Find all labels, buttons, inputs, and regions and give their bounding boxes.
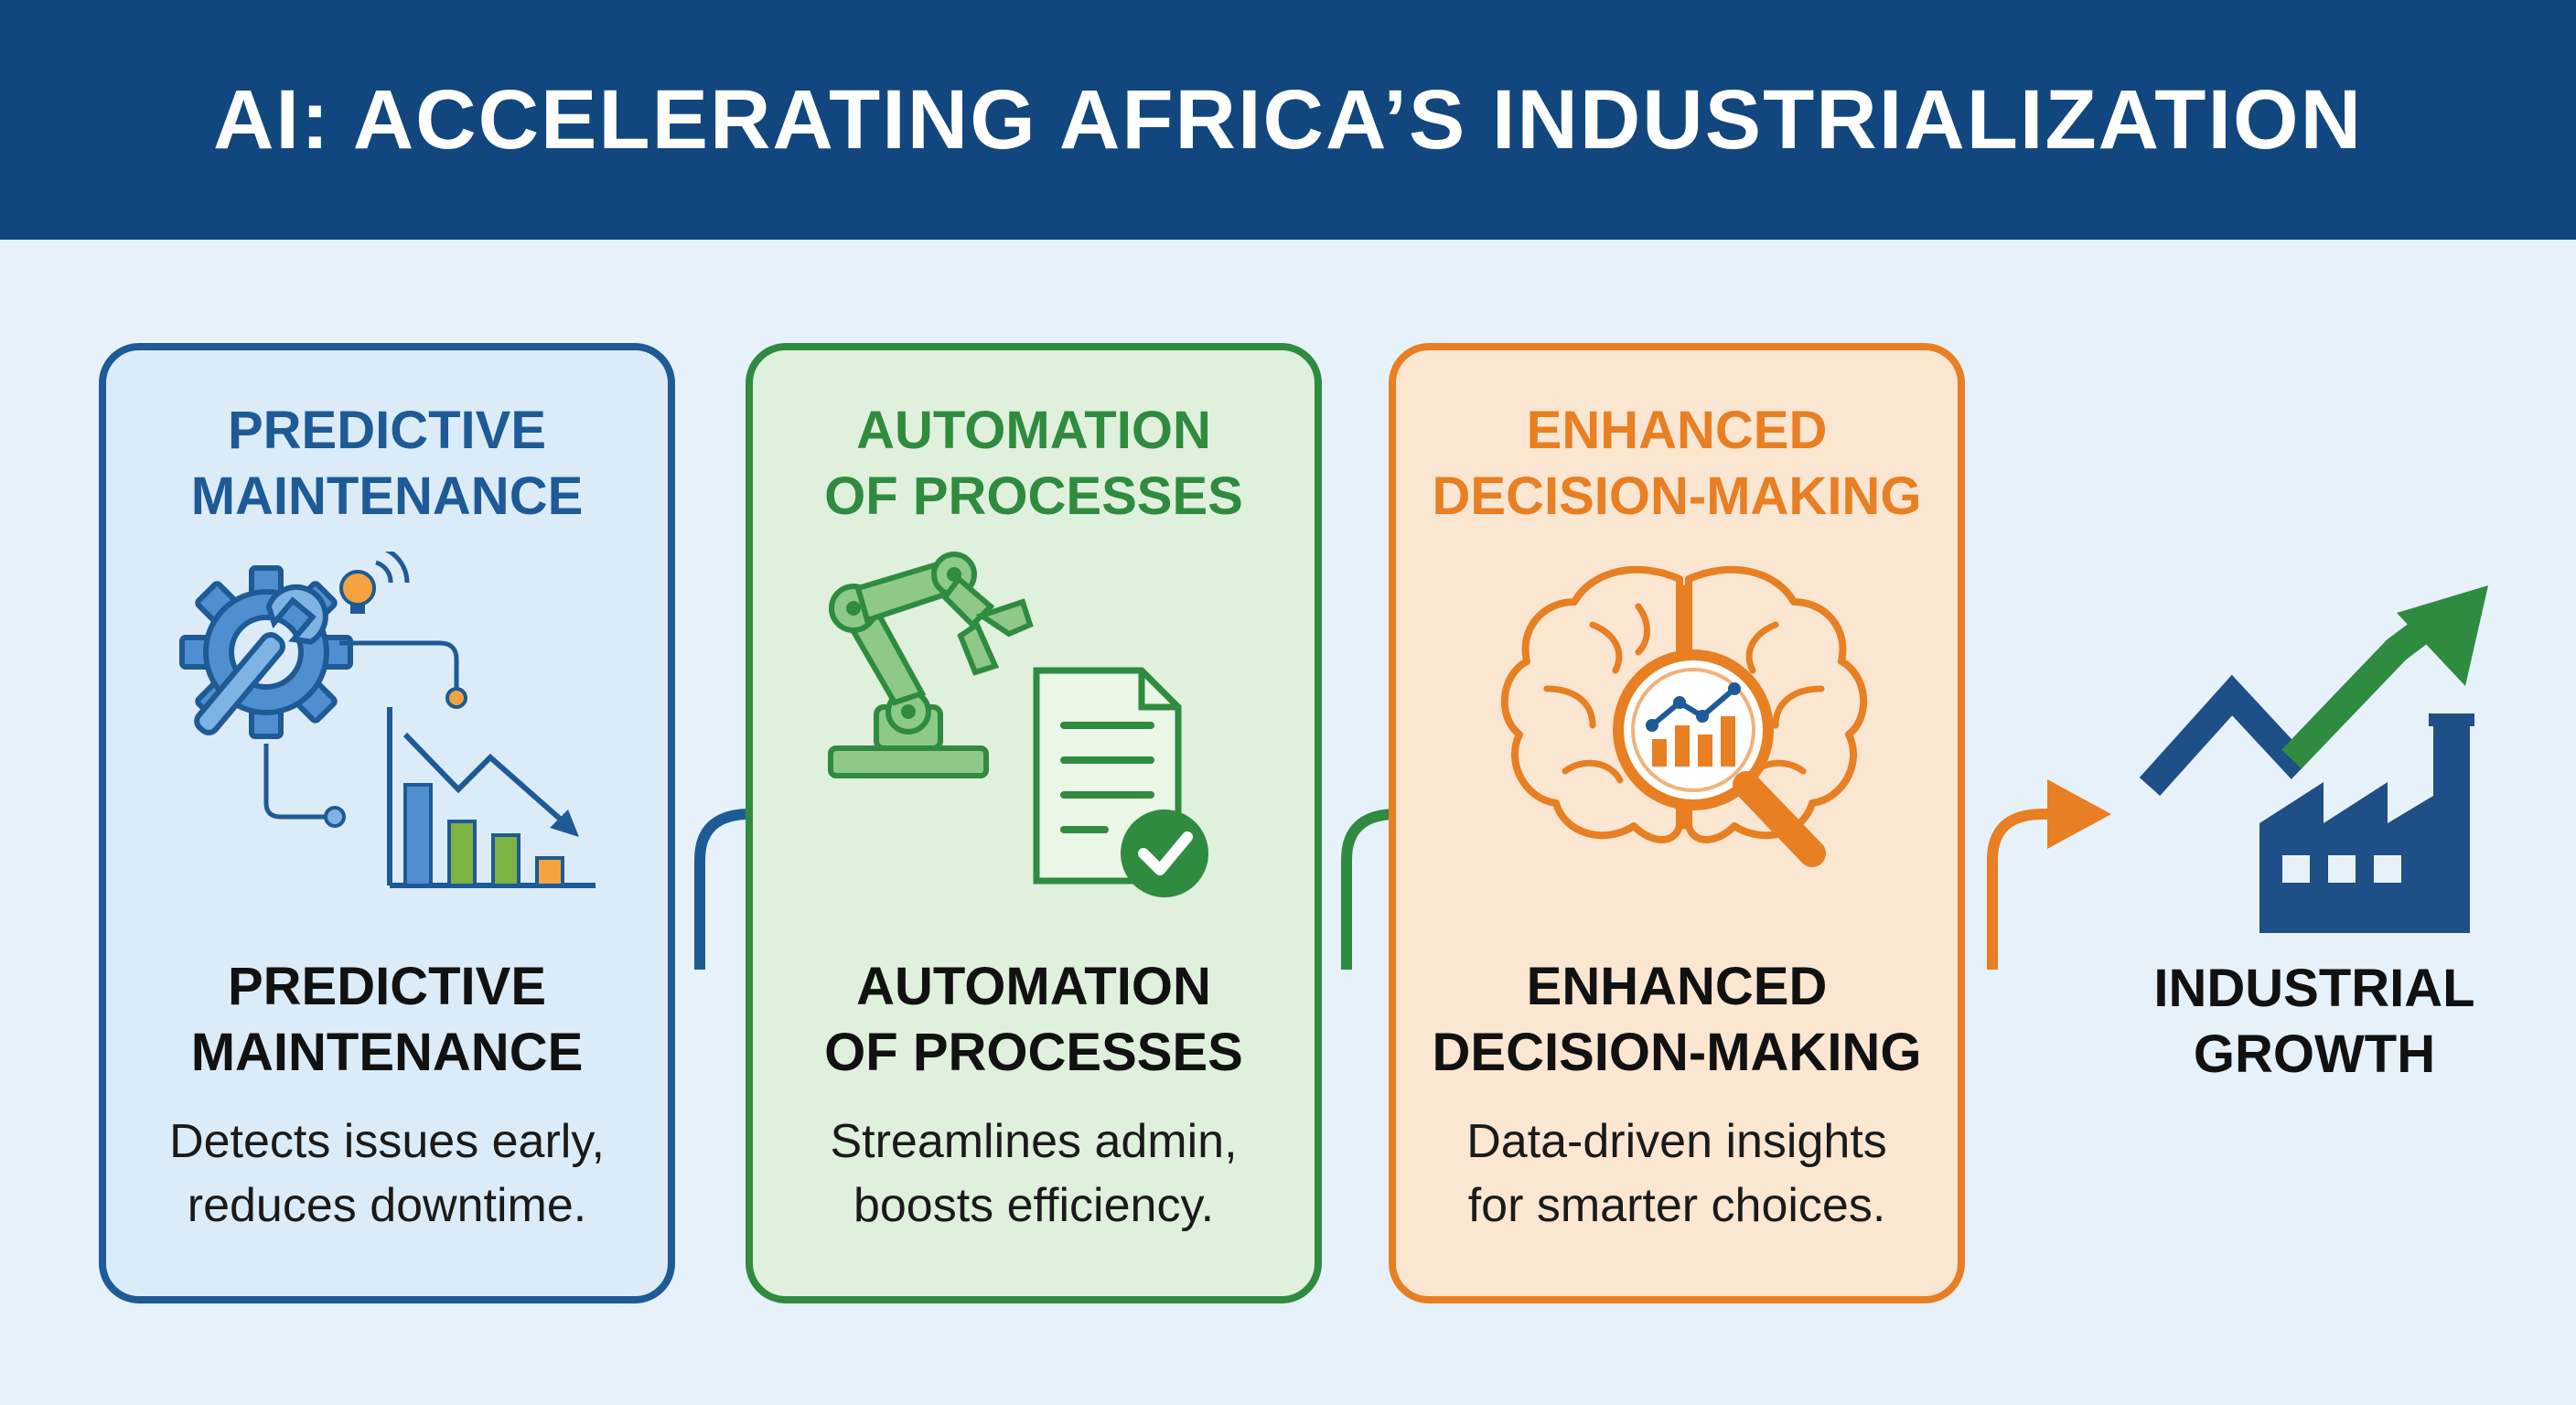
card-description: Data-driven insights for smarter choices…: [1466, 1115, 1887, 1232]
header-banner: AI: ACCELERATING AFRICA’S INDUSTRIALIZAT…: [0, 0, 2576, 240]
card-description: Detects issues early, reduces downtime.: [169, 1115, 605, 1232]
card-heading: AUTOMATION OF PROCESSES: [824, 957, 1243, 1082]
card-heading: ENHANCED DECISION-MAKING: [1432, 957, 1922, 1082]
robot-arm-document-icon: [828, 552, 1208, 897]
card-title: AUTOMATION OF PROCESSES: [824, 401, 1243, 526]
arrow-right-icon: [1987, 779, 2111, 970]
gear-wrench-chart-icon: [179, 552, 596, 888]
card-title: ENHANCED DECISION-MAKING: [1432, 401, 1922, 526]
brain-magnifier-icon: [1500, 565, 1868, 867]
card-automation-of-processes: AUTOMATION OF PROCESSES: [746, 343, 1322, 1303]
card-heading: PREDICTIVE MAINTENANCE: [190, 957, 584, 1082]
page-title: AI: ACCELERATING AFRICA’S INDUSTRIALIZAT…: [212, 72, 2364, 166]
card-description: Streamlines admin, boosts efficiency.: [830, 1115, 1238, 1232]
card-predictive-maintenance: PREDICTIVE MAINTENANCE: [99, 343, 675, 1303]
card-title: PREDICTIVE MAINTENANCE: [190, 401, 584, 526]
outcome-label: INDUSTRIAL GROWTH: [2153, 959, 2475, 1084]
factory-growth-arrow-icon: [2139, 585, 2488, 933]
card-enhanced-decision-making: ENHANCED DECISION-MAKING: [1389, 343, 1965, 1303]
